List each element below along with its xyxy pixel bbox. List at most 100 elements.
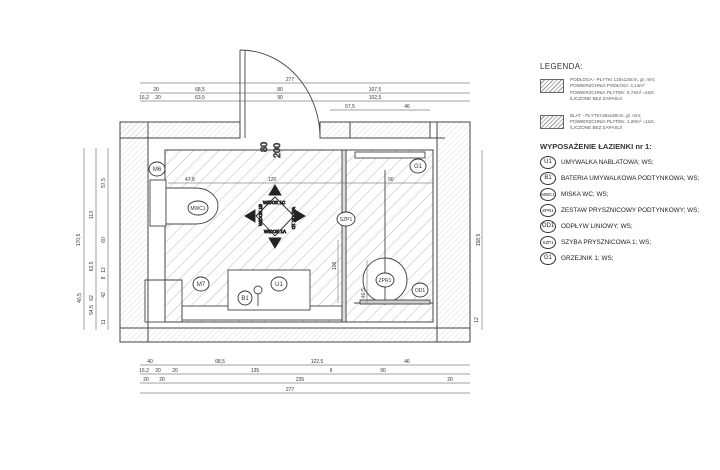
bottom-dim-r3-2: 235 (296, 377, 305, 383)
top-dim-r3-2: 63,5 (195, 95, 205, 101)
left-dim-c3-3: 12 (101, 267, 107, 273)
equipment-title: WYPOSAŻENIE ŁAZIENKI nr 1: (540, 141, 652, 151)
left-dimensions: 170,5 113 6 62 57,5 60 2,5 12 8 42 40,5 … (76, 148, 109, 330)
inner-dim-3: 90 (388, 177, 394, 183)
equipment-tag: U1 (540, 156, 556, 170)
equipment-label: BATERIA UMYWALKOWA PODTYNKOWA; WS; (561, 175, 700, 183)
inner-dim-4: 106 (332, 261, 338, 270)
top-dim-r2-1: 68,5 (195, 87, 205, 93)
right-dimensions: 158,5 12 (469, 150, 483, 330)
legend-title: LEGENDA: (540, 62, 583, 71)
view-label-1d: WIDOK 1D (291, 207, 296, 230)
bottom-dim-r2-1: 20 (155, 368, 161, 374)
equipment-item: OD1 ODPŁYW LINIOWY; WS; (540, 219, 716, 235)
left-dim-c3-7: 54,5 (89, 305, 95, 315)
equipment-tag: B1 (540, 172, 556, 186)
tag-b1: B1 (241, 296, 249, 302)
bottom-dim-r2-2: 20 (172, 368, 178, 374)
tag-m7: M7 (197, 282, 206, 288)
top-dim-r2-2: 80 (277, 87, 283, 93)
door-width-label: 80 (259, 142, 269, 152)
bathroom-floor-plan: 80 200 WIDOK 1C (76, 49, 483, 394)
left-dim-c3-1: 60 (101, 237, 107, 243)
top-dim-r3-3: 90 (277, 95, 283, 101)
legend-floor-line2: POWIERZCHNIA PODŁOGI: 4,14m² (570, 83, 645, 89)
legend-countertop-line2: POWIERZCHNIA PŁYTEK: 1,28m² =1szt. (570, 119, 655, 125)
left-dim-c3-4: 8 (101, 276, 107, 279)
right-dim-total: 158,5 (476, 234, 482, 247)
legend-countertop-line1: BLAT - PŁYTKI 80x160cm, gr. mm; (570, 112, 642, 118)
legend-swatch-floor (540, 79, 564, 93)
bottom-dim-r3-3: 20 (447, 377, 453, 383)
walls (119, 121, 471, 343)
legend-floor-line4: /LICZONE BEZ ZAPASU/ (570, 96, 622, 102)
equipment-item: ZPR1 ZESTAW PRYSZNICOWY PODTYNKOWY; WS; (540, 203, 716, 219)
bottom-dim-r2-4: 9 (330, 368, 333, 374)
plan-tag-text: M6 G1 MWC1 SZP1 M7 B1 U1 ZPR1 OD1 (153, 164, 426, 302)
equipment-label: UMYWALKA NABLATOWA; WS; (561, 159, 654, 167)
equipment-label: SZYBA PRYSZNICOWA 1; WS; (561, 239, 652, 247)
equipment-tag: ZPR1 (540, 204, 556, 218)
view-label-1c: WIDOK 1C (263, 200, 286, 205)
view-label-1b: WIDOK 1B (258, 204, 263, 226)
equipment-label: ZESTAW PRYSZNICOWY PODTYNKOWY; WS; (561, 207, 700, 215)
equipment-tag: OD1 (540, 220, 556, 234)
tag-g1: G1 (414, 164, 423, 170)
equipment-label: GRZEJNIK 1; WS; (561, 255, 614, 263)
tag-mwc1: MWC1 (190, 206, 205, 212)
legend-swatch-countertop (540, 114, 564, 129)
legend-text-floor: PODŁOGA - PŁYTKI 120x120cm, gr. mm; POWI… (570, 77, 655, 103)
legend-panel: LEGENDA: PODŁOGA - PŁYTKI 120x120cm, gr.… (540, 62, 716, 267)
bottom-dim-r1-1: 68,5 (215, 359, 225, 365)
tag-m6: M6 (153, 167, 162, 173)
equipment-tag: G1 (540, 252, 556, 266)
top-dimensions: 277 20 68,5 80 107,5 16,2 20 63,5 90 102… (139, 77, 470, 111)
legend-item-countertop: BLAT - PŁYTKI 80x160cm, gr. mm; POWIERZC… (540, 113, 716, 132)
equipment-tag: SZP1 (540, 236, 556, 250)
bottom-dim-r2-5: 90 (380, 368, 386, 374)
top-dim-total: 277 (286, 77, 295, 83)
left-dim-c2-1: 6 (89, 268, 95, 271)
left-dim-c2-0: 113 (89, 211, 95, 219)
bottom-dim-r1-2: 122,5 (311, 359, 324, 365)
top-dim-r2-3: 107,5 (369, 87, 382, 93)
bottom-dim-r1-3: 46 (404, 359, 410, 365)
bottom-dim-r3-0: 20 (143, 377, 149, 383)
bottom-dimensions: 40 68,5 122,5 46 16,2 20 20 135 9 90 20 … (139, 359, 470, 394)
bottom-dim-r2-3: 135 (251, 368, 260, 374)
top-dim-r3-4: 102,5 (369, 95, 382, 101)
equipment-item: G1 GRZEJNIK 1; WS; (540, 251, 716, 267)
door: 80 200 (239, 49, 321, 158)
view-marker: WIDOK 1C WIDOK 1A WIDOK 1B WIDOK 1D (244, 184, 306, 249)
top-dim-r4-1: 46 (404, 104, 410, 110)
sink-tap (253, 285, 263, 306)
left-dim-c3-5: 42 (101, 292, 107, 298)
legend-text-countertop: BLAT - PŁYTKI 80x160cm, gr. mm; POWIERZC… (570, 113, 655, 132)
tag-zpr1: ZPR1 (379, 278, 392, 284)
view-label-1a: WIDOK 1A (264, 229, 286, 234)
right-dim-small: 12 (474, 317, 480, 323)
left-dim-c3-6: 40,5 (77, 293, 83, 303)
plan-tags (148, 158, 429, 306)
top-dim-r4-0: 57,5 (345, 104, 355, 110)
left-dim-c2-2: 62 (89, 295, 95, 301)
top-dim-r2-0: 20 (153, 87, 159, 93)
legend-floor-line3: POWIERZCHNIA PŁYTEK: 5,74m² =4szt. (570, 89, 655, 95)
inner-dim-2: 120 (268, 177, 277, 183)
legend-item-floor: PODŁOGA - PŁYTKI 120x120cm, gr. mm; POWI… (540, 77, 716, 103)
bottom-dim-r2-0: 16,2 (139, 368, 149, 374)
top-dim-r3-0: 16,2 (139, 95, 149, 101)
equipment-item: B1 BATERIA UMYWALKOWA PODTYNKOWA; WS; (540, 171, 716, 187)
legend-countertop-line3: /LICZONE BEZ ZAPASU/ (570, 125, 622, 131)
inner-dimensions: 47,8 120 90 106 40,5 (168, 177, 433, 303)
tag-u1: U1 (275, 282, 283, 288)
bottom-dim-total: 277 (286, 387, 295, 393)
left-dim-c3-2: 2,5 (89, 261, 95, 268)
equipment-item: U1 UMYWALKA NABLATOWA; WS; (540, 155, 716, 171)
equipment-label: ODPŁYW LINIOWY; WS; (561, 223, 633, 231)
left-dim-c3-8: 11 (101, 319, 107, 324)
tag-szp1: SZP1 (340, 217, 353, 223)
bottom-dim-r3-1: 20 (159, 377, 165, 383)
tag-od1: OD1 (415, 288, 426, 294)
bottom-dim-r1-0: 40 (147, 359, 153, 365)
